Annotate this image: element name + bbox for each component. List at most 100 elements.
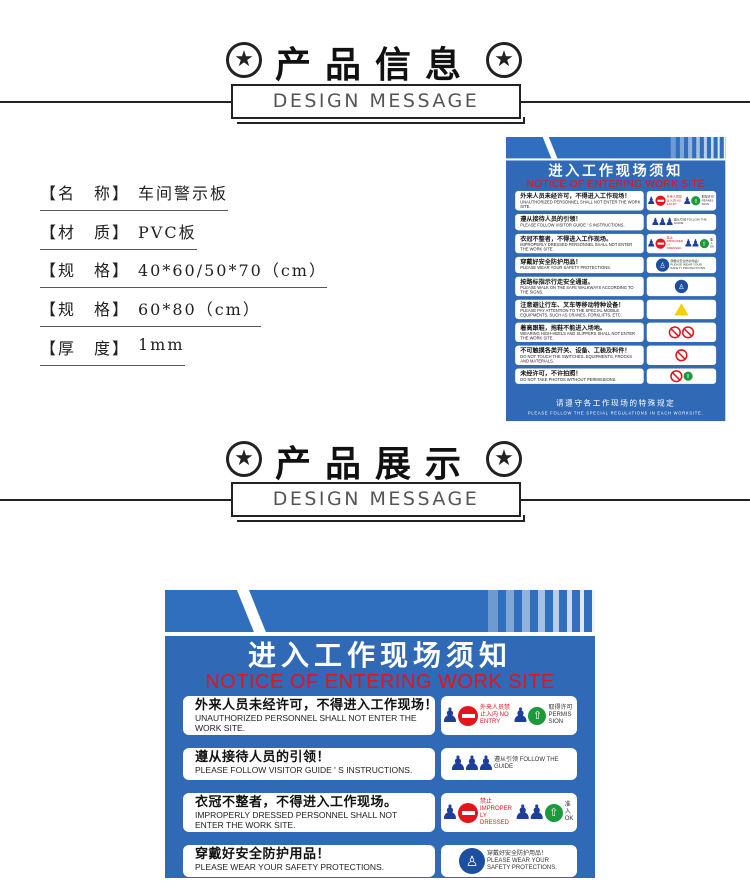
icon-label: 穿戴好安全防护用品！ PLEASE WEAR YOUR SAFETY PROTE… bbox=[487, 850, 557, 871]
sign-row: 穿戴好安全防护用品！PLEASE WEAR YOUR SAFETY PROTEC… bbox=[183, 845, 577, 877]
rule-icons: ♟外来人员禁止入内 NO ENTRY♟⇧取得许可 PERMISSION bbox=[441, 696, 577, 735]
header-stripes bbox=[667, 137, 726, 159]
person-icon: ♟ bbox=[527, 801, 546, 824]
star-icon: ★ bbox=[226, 441, 262, 477]
rule-en: IMPROPERLY DRESSED PERSONNEL SHALL NOT E… bbox=[195, 810, 398, 830]
sign-row: 未经许可，不许拍照！DO NOT TAKE PHOTOS WITHOUT PER… bbox=[515, 368, 717, 384]
sign-rows: 外来人员未经许可，不得进入工作现场！UNAUTHORIZED PERSONNEL… bbox=[515, 191, 717, 387]
header-stripe bbox=[580, 590, 584, 632]
rule-text: 外来人员未经许可，不得进入工作现场！UNAUTHORIZED PERSONNEL… bbox=[515, 191, 644, 211]
rule-en: WEARING HIGH-HEELS AND SLIPPERS SHALL NO… bbox=[520, 331, 636, 341]
mand-icon: ♙ bbox=[655, 258, 670, 272]
person-icon: ♟ bbox=[513, 801, 532, 824]
rule-cn: 注意避让行车、叉车等移动特种设备！ bbox=[520, 301, 625, 309]
design-message-banner: DESIGN MESSAGE bbox=[231, 482, 525, 522]
footer-en: PLEASE FOLLOW THE SPECIAL REGULATIONS IN… bbox=[527, 410, 704, 416]
rule-text: 遵从接待人员的引领！PLEASE FOLLOW VISITOR GUIDE ' … bbox=[515, 214, 644, 231]
header-stripe bbox=[488, 590, 498, 632]
rule-text: 未经许可，不许拍照！DO NOT TAKE PHOTOS WITHOUT PER… bbox=[515, 368, 644, 384]
spec-value: PVC板 bbox=[138, 222, 197, 242]
person-icon: ♟ bbox=[665, 216, 675, 228]
mand-icon: ♙ bbox=[459, 848, 485, 874]
icon-label: 遵从引领 FOLLOW THE GUIDE bbox=[673, 218, 707, 226]
spec-value: 车间警示板 bbox=[138, 183, 229, 203]
header-stripe bbox=[670, 137, 676, 159]
sign-row: 注意避让行车、叉车等移动特种设备！PLEASE PAY ATTENTION TO… bbox=[515, 299, 717, 320]
sign-row: 衣冠不整者，不得进入工作现场。IMPROPERLY DRESSED PERSON… bbox=[515, 233, 717, 254]
rule-cn: 衣冠不整者，不得进入工作现场。 bbox=[520, 235, 613, 243]
header-stripe bbox=[717, 137, 720, 159]
header-divider bbox=[506, 158, 726, 161]
person-icon: ♟ bbox=[650, 216, 661, 228]
star-icon: ★ bbox=[486, 42, 522, 78]
header-stripe bbox=[506, 590, 514, 632]
sign-row: 着高跟鞋，拖鞋不能进入场地。WEARING HIGH-HEELS AND SLI… bbox=[515, 322, 717, 343]
header-stripe bbox=[723, 137, 726, 159]
sign-subtitle: NOTICE OF ENTERING WORK SITE bbox=[526, 178, 705, 190]
icon-label: 禁止 IMPROPERLY DRESSED bbox=[480, 798, 513, 826]
header-stripe bbox=[703, 137, 707, 159]
rule-icons: ♙ bbox=[646, 276, 717, 297]
sign-row: 不可触摸各类开关、设备、工装及料件！DO NOT TOUCH THE SWITC… bbox=[515, 345, 717, 365]
rule-en: PLEASE WALK ON THE SAFE WALKWAYS ACCORDI… bbox=[520, 285, 634, 295]
rule-icons: ♙穿戴好安全防护用品！ PLEASE WEAR YOUR SAFETY PROT… bbox=[441, 845, 577, 877]
go-icon: ⇧ bbox=[699, 239, 709, 249]
star-icon: ★ bbox=[486, 441, 522, 477]
go-icon: ⇧ bbox=[528, 706, 547, 725]
rule-text: 注意避让行车、叉车等移动特种设备！PLEASE PAY ATTENTION TO… bbox=[515, 299, 644, 320]
prohib-icon bbox=[668, 326, 681, 339]
noentry-icon bbox=[655, 195, 666, 206]
spec-key: 【规 格】 bbox=[40, 261, 131, 281]
person-icon: ♟ bbox=[511, 704, 530, 727]
section-title-display: 产品展示 bbox=[274, 444, 475, 485]
sign-row: 外来人员未经许可，不得进入工作现场！UNAUTHORIZED PERSONNEL… bbox=[515, 191, 717, 211]
person-icon: ♟ bbox=[463, 753, 481, 775]
rule-en: PLEASE WEAR YOUR SAFETY PROTECTIONS. bbox=[195, 862, 385, 872]
icon-label: 准入 OK bbox=[564, 802, 574, 822]
rule-cn: 按路标指示行走安全通道。 bbox=[520, 278, 594, 286]
spec-value: 1mm bbox=[138, 334, 185, 354]
rule-cn: 衣冠不整者，不得进入工作现场。 bbox=[195, 795, 398, 810]
rule-cn: 穿戴好安全防护用品！ bbox=[520, 258, 582, 266]
icon-label: 取得许可 PERMISSION bbox=[701, 195, 714, 206]
rule-text: 衣冠不整者，不得进入工作现场。IMPROPERLY DRESSED PERSON… bbox=[183, 793, 435, 832]
spec-list: 【名 称】车间警示板 【材 质】PVC板 【规 格】40*60/50*70（cm… bbox=[40, 176, 327, 369]
header-stripe bbox=[592, 590, 595, 632]
rule-en: PLEASE PAY ATTENTION TO THE SPECIAL MOBI… bbox=[520, 308, 622, 318]
rule-en: IMPROPERLY DRESSED PERSONNEL SHALL NOT E… bbox=[520, 242, 633, 252]
rule-icons: ♟禁止 IMPROPERLY DRESSED♟♟⇧准入 OK bbox=[441, 793, 577, 832]
person-icon: ♟ bbox=[477, 753, 495, 775]
rule-en: UNAUTHORIZED PERSONNEL SHALL NOT ENTER T… bbox=[195, 713, 417, 733]
rule-text: 穿戴好安全防护用品！PLEASE WEAR YOUR SAFETY PROTEC… bbox=[515, 256, 644, 274]
header-curve bbox=[540, 137, 560, 159]
sign-row: 外来人员未经许可，不得进入工作现场！UNAUTHORIZED PERSONNEL… bbox=[183, 696, 577, 735]
rule-text: 按路标指示行走安全通道。PLEASE WALK ON THE SAFE WALK… bbox=[515, 276, 644, 297]
header-stripe bbox=[567, 590, 572, 632]
noentry-icon bbox=[655, 238, 666, 249]
footer-cn: 请遵守各工作现场的特殊规定 bbox=[555, 398, 676, 408]
sign-subtitle: NOTICE OF ENTERING WORK SITE bbox=[205, 671, 555, 693]
rule-en: PLEASE FOLLOW VISITOR GUIDE ' S INSTRUCT… bbox=[520, 222, 625, 228]
prohib-icon bbox=[670, 370, 683, 383]
go-icon: ⇧ bbox=[683, 371, 693, 381]
rule-cn: 不可触摸各类开关、设备、工装及料件！ bbox=[520, 347, 631, 355]
person-icon: ♟ bbox=[646, 237, 656, 250]
noentry-icon bbox=[458, 705, 478, 726]
header-stripe bbox=[688, 137, 693, 159]
rule-cn: 遵从接待人员的引领！ bbox=[195, 750, 331, 765]
sign-row: 穿戴好安全防护用品！PLEASE WEAR YOUR SAFETY PROTEC… bbox=[515, 256, 717, 274]
spec-row: 【规 格】60*80（cm） bbox=[40, 292, 327, 331]
rule-icons bbox=[646, 322, 717, 343]
header-stripe bbox=[696, 137, 700, 159]
prohib-icon bbox=[681, 326, 695, 339]
sign-title: 进入工作现场须知 bbox=[247, 640, 512, 671]
header-stripe bbox=[522, 590, 530, 632]
rule-en: DO NOT TOUCH THE SWITCHES, EQUIPMENTS, F… bbox=[520, 354, 632, 364]
spec-value: 60*80（cm） bbox=[138, 299, 261, 319]
go-icon: ⇧ bbox=[691, 196, 701, 206]
header-curve bbox=[232, 590, 270, 632]
sign-row: 衣冠不整者，不得进入工作现场。IMPROPERLY DRESSED PERSON… bbox=[183, 793, 577, 832]
noentry-icon bbox=[458, 802, 478, 823]
